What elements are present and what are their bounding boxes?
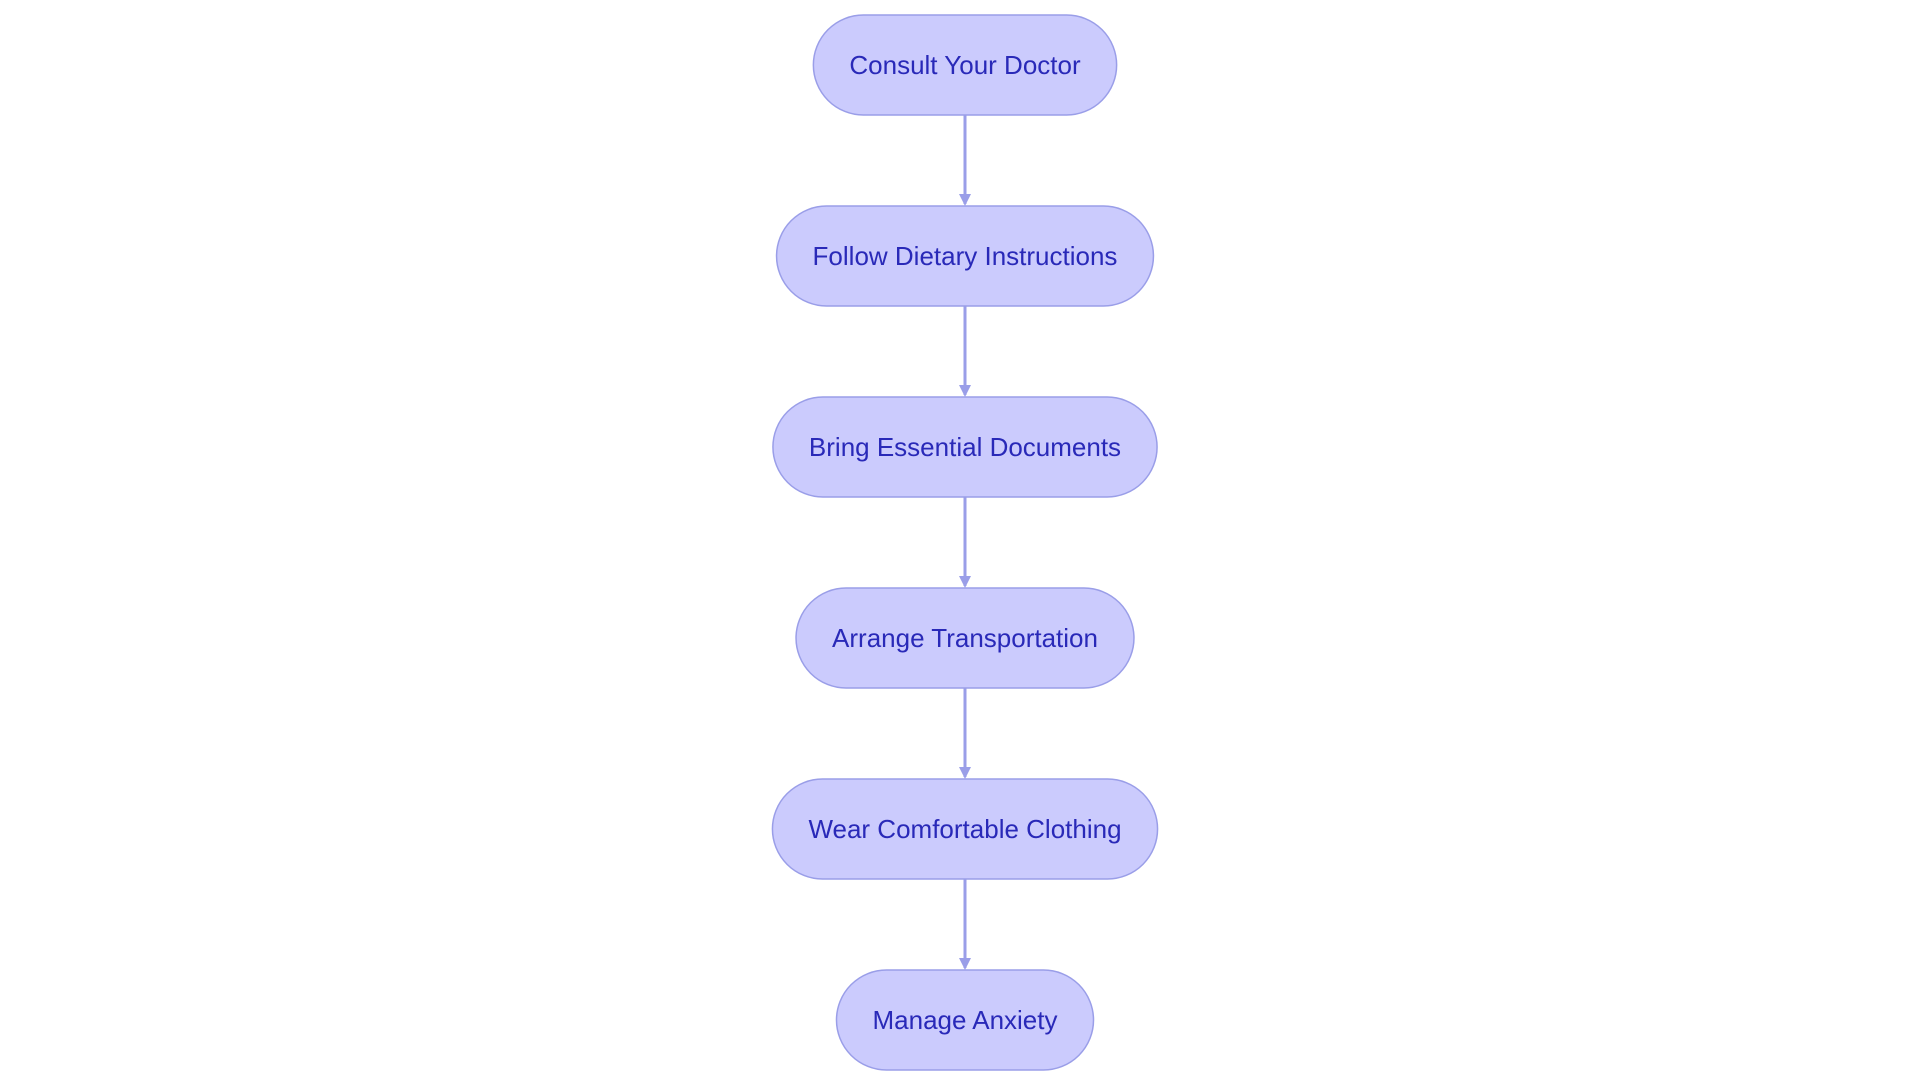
flow-node-label: Wear Comfortable Clothing xyxy=(808,814,1121,844)
flow-node-2: Follow Dietary Instructions xyxy=(775,205,1155,307)
flow-node-label: Manage Anxiety xyxy=(872,1005,1057,1035)
flow-node-label: Follow Dietary Instructions xyxy=(813,241,1118,271)
flow-node-shape xyxy=(795,587,1135,689)
flow-node-shape xyxy=(772,396,1158,498)
flow-node-label: Arrange Transportation xyxy=(832,623,1098,653)
flow-node-shape xyxy=(835,969,1095,1071)
flow-node-label: Consult Your Doctor xyxy=(849,50,1081,80)
flow-node-1: Consult Your Doctor xyxy=(812,14,1118,116)
flow-node-shape xyxy=(812,14,1118,116)
flow-node-shape xyxy=(775,205,1155,307)
flow-node-5: Wear Comfortable Clothing xyxy=(771,778,1159,880)
flow-node-3: Bring Essential Documents xyxy=(772,396,1158,498)
flow-node-label: Bring Essential Documents xyxy=(809,432,1121,462)
flow-node-6: Manage Anxiety xyxy=(835,969,1095,1071)
flow-node-shape xyxy=(771,778,1159,880)
flow-node-4: Arrange Transportation xyxy=(795,587,1135,689)
